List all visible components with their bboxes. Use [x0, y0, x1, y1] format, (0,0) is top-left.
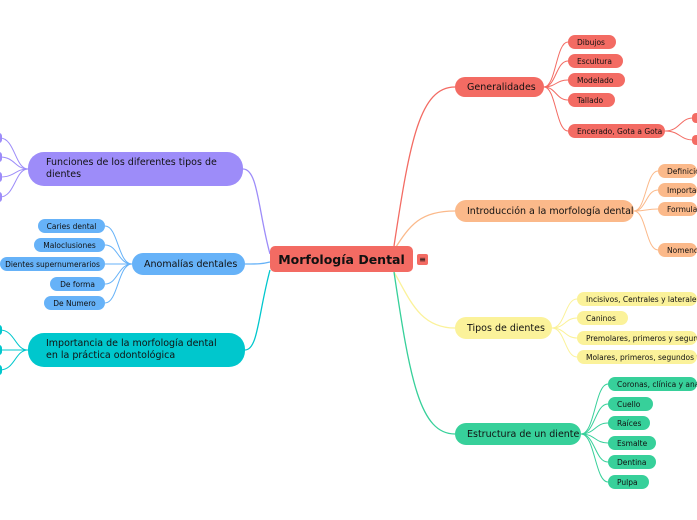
leaf-premolares[interactable]: Premolares, primeros y segundos [577, 331, 697, 345]
leaf-escultura[interactable]: Escultura [568, 54, 623, 68]
branch-introduccion[interactable]: Introducción a la morfología dental [455, 200, 634, 222]
leaf-cuello[interactable]: Cuello [608, 397, 653, 411]
leaf-dibujos[interactable]: Dibujos [568, 35, 616, 49]
link-tipos [393, 271, 456, 329]
leaf-raices[interactable]: Raíces [608, 416, 650, 430]
leaf-definicion[interactable]: Definición [658, 164, 697, 178]
leaf-dentina[interactable]: Dentina [608, 455, 656, 469]
root-node[interactable]: Morfología Dental [270, 246, 413, 272]
leaf-importancia[interactable]: Importancia [658, 183, 697, 197]
leaf-de-numero[interactable]: De Numero [44, 296, 105, 310]
leaf-encerado[interactable]: Encerado, Gota a Gota [568, 124, 665, 138]
leaf-pulpa[interactable]: Pulpa [608, 475, 649, 489]
leaf-caries[interactable]: Caries dental [38, 219, 105, 233]
leaf-incisivos[interactable]: Incisivos, Centrales y laterales [577, 292, 697, 306]
branch-estructura[interactable]: Estructura de un diente [455, 423, 581, 445]
branch-tipos-de-dientes[interactable]: Tipos de dientes [455, 317, 552, 339]
leaf-formulas[interactable]: Formulas [658, 202, 697, 216]
branch-anomalias[interactable]: Anomalías dentales [132, 253, 245, 275]
leaf-modelado[interactable]: Modelado [568, 73, 625, 87]
leaf-tallado[interactable]: Tallado [568, 93, 615, 107]
link-anomalias [244, 261, 271, 265]
link-introduccion [393, 210, 456, 251]
menu-icon[interactable]: ≡ [417, 254, 428, 265]
branch-importancia-practica[interactable]: Importancia de la morfología dental en l… [28, 333, 245, 367]
link-importancia-practica [244, 269, 271, 351]
leaf-coronas[interactable]: Coronas, clínica y anatómica [608, 377, 697, 391]
link-estructura [393, 271, 456, 435]
leaf-molares[interactable]: Molares, primeros, segundos y terceros [577, 350, 697, 364]
branch-generalidades[interactable]: Generalidades [455, 77, 544, 97]
leaf-nomenclatura[interactable]: Nomenclatura [658, 243, 697, 257]
leaf-de-forma[interactable]: De forma [50, 277, 105, 291]
link-funciones [242, 168, 271, 255]
leaf-esmalte[interactable]: Esmalte [608, 436, 656, 450]
leaf-supernumerarios[interactable]: Dientes supernumerarios [0, 257, 105, 271]
leaf-maloclusiones[interactable]: Maloclusiones [34, 238, 105, 252]
link-generalidades [393, 86, 456, 247]
branch-funciones[interactable]: Funciones de los diferentes tipos de die… [28, 152, 243, 186]
leaf-caninos[interactable]: Caninos [577, 311, 628, 325]
